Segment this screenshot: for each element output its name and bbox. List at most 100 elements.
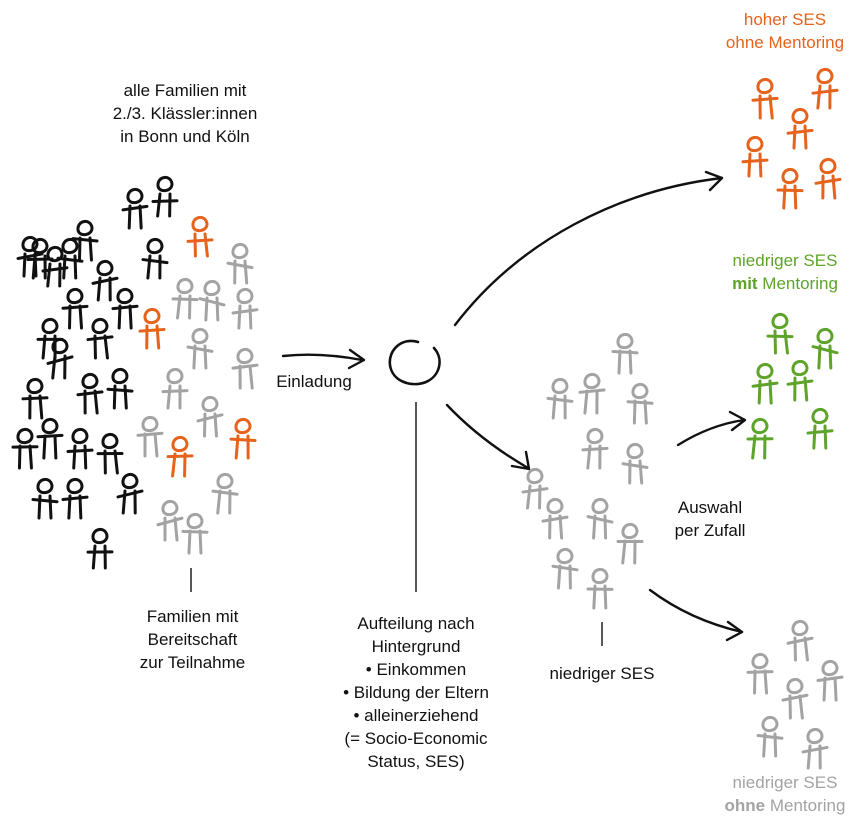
stick-figure-icon bbox=[229, 418, 257, 460]
stick-figure-icon bbox=[586, 568, 614, 610]
stick-figure-icon bbox=[16, 236, 44, 278]
stick-figure-icon bbox=[61, 288, 89, 330]
stick-figure-icon bbox=[786, 360, 814, 402]
low-ses-no-mentoring-label: niedriger SES ohne Mentoring bbox=[710, 771, 860, 817]
stick-figure-icon bbox=[756, 716, 784, 758]
stick-figure-icon bbox=[96, 433, 124, 475]
willing-families-label: Familien mit Bereitschaft zur Teilnahme bbox=[120, 605, 265, 674]
stick-figure-icon bbox=[116, 473, 144, 515]
population-line-1: alle Familien mit bbox=[123, 81, 247, 100]
willing-line-1: Familien mit bbox=[146, 607, 239, 626]
stick-figure-icon bbox=[811, 68, 839, 110]
population-label: alle Familien mit 2./3. Klässler:innen i… bbox=[60, 79, 310, 148]
arrows bbox=[281, 170, 747, 642]
split-line-2: Hintergrund bbox=[371, 637, 461, 656]
stick-figure-icon bbox=[186, 328, 214, 370]
stick-figure-icon bbox=[226, 243, 254, 285]
stick-figure-icon bbox=[578, 373, 606, 415]
population-line-3: in Bonn und Köln bbox=[120, 127, 250, 146]
no-mentoring-line-2: ohne Mentoring bbox=[710, 794, 860, 817]
mentoring-rest: Mentoring bbox=[757, 274, 838, 293]
stick-figure-icon bbox=[626, 383, 654, 425]
mentoring-line-1: niedriger SES bbox=[732, 251, 838, 270]
stick-figure-icon bbox=[541, 498, 569, 540]
stick-figure-icon bbox=[786, 620, 814, 662]
stick-figure-icon bbox=[166, 436, 194, 478]
stick-figure-icon bbox=[581, 428, 609, 470]
stick-figure-icon bbox=[141, 238, 169, 280]
stick-figure-icon bbox=[156, 500, 184, 542]
stick-figure-icon bbox=[816, 660, 844, 702]
stick-figure-icon bbox=[71, 220, 99, 262]
stick-figure-icon bbox=[151, 176, 179, 218]
stick-figure-icon bbox=[136, 416, 164, 458]
invitation-arrow bbox=[281, 348, 366, 370]
stick-figure-icon bbox=[138, 308, 166, 350]
arrow-to-no-mentoring bbox=[648, 588, 744, 642]
stick-figure-icon bbox=[231, 348, 259, 390]
stick-figure-icon bbox=[781, 678, 809, 720]
stick-figure-icon bbox=[171, 278, 199, 320]
population-line-2: 2./3. Klässler:innen bbox=[112, 104, 258, 123]
stick-figure-icon bbox=[181, 513, 209, 555]
stick-figure-icon bbox=[46, 338, 74, 380]
arrow-to-high-ses bbox=[453, 170, 724, 327]
stick-figure-icon bbox=[86, 528, 114, 570]
stick-figure-icon bbox=[196, 396, 224, 438]
willing-line-2: Bereitschaft bbox=[147, 630, 238, 649]
random-selection-label: Auswahl per Zufall bbox=[660, 496, 760, 542]
high-ses-no-mentoring-label: hoher SES ohne Mentoring bbox=[710, 8, 860, 54]
invitation-label: Einladung bbox=[276, 372, 352, 391]
no-mentoring-bold-word: ohne bbox=[724, 796, 766, 815]
high-ses-line-1: hoher SES bbox=[743, 10, 827, 29]
stick-figure-icon bbox=[211, 473, 239, 515]
mentoring-bold-word: mit bbox=[732, 274, 758, 293]
arrow-to-low-ses bbox=[445, 403, 531, 471]
split-line-6: (= Socio-Economic bbox=[344, 729, 488, 748]
stick-figure-icon bbox=[111, 288, 139, 330]
stick-figure-icon bbox=[121, 188, 149, 230]
stick-figure-icon bbox=[801, 728, 829, 770]
stick-figure-icon bbox=[186, 216, 214, 258]
low-ses-label: niedriger SES bbox=[549, 664, 655, 683]
stick-figure-icon bbox=[766, 313, 794, 355]
stick-figure-icon bbox=[786, 108, 814, 150]
stick-figure-icon bbox=[751, 78, 779, 120]
random-line-1: Auswahl bbox=[677, 498, 743, 517]
split-line-4: • Bildung der Eltern bbox=[343, 683, 489, 702]
high-ses-line-2: ohne Mentoring bbox=[725, 33, 845, 52]
stick-figure-icon bbox=[21, 378, 49, 420]
split-line-7: Status, SES) bbox=[367, 752, 465, 771]
split-label: Aufteilung nach Hintergrund • Einkommen … bbox=[310, 612, 522, 773]
stick-figure-icon bbox=[66, 428, 94, 470]
stick-figure-icon bbox=[746, 653, 774, 695]
stick-figure-icon bbox=[811, 328, 839, 370]
stick-figure-icon bbox=[36, 418, 64, 460]
stick-figure-icon bbox=[231, 288, 259, 330]
stick-figure-icon bbox=[161, 368, 189, 410]
no-mentoring-line-1: niedriger SES bbox=[732, 773, 838, 792]
split-line-1: Aufteilung nach bbox=[357, 614, 475, 633]
stick-figure-icon bbox=[814, 158, 842, 200]
mentoring-line-2: mit Mentoring bbox=[710, 272, 860, 295]
stick-figure-icon bbox=[91, 260, 119, 302]
stick-figure-icon bbox=[56, 238, 84, 280]
split-line-5: • alleinerziehend bbox=[353, 706, 479, 725]
stick-figure-icon bbox=[551, 548, 579, 590]
willing-line-3: zur Teilnahme bbox=[139, 653, 246, 672]
stick-figure-icon bbox=[61, 478, 89, 520]
stick-figure-icon bbox=[806, 408, 834, 450]
stick-figure-icon bbox=[751, 363, 779, 405]
stick-figure-icon bbox=[198, 280, 226, 322]
stick-figure-icon bbox=[86, 318, 114, 360]
people-figures bbox=[11, 68, 844, 770]
stick-figure-icon bbox=[521, 468, 549, 510]
stick-figure-icon bbox=[106, 368, 134, 410]
stick-figure-icon bbox=[611, 333, 639, 375]
low-ses-mentoring-label: niedriger SES mit Mentoring bbox=[710, 249, 860, 295]
stick-figure-icon bbox=[586, 498, 614, 540]
stick-figure-icon bbox=[746, 418, 774, 460]
no-mentoring-rest: Mentoring bbox=[765, 796, 846, 815]
arrow-to-mentoring bbox=[676, 410, 747, 447]
